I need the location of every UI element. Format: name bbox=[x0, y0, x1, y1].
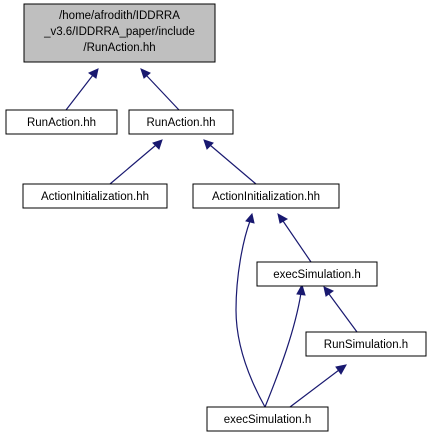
node-root-runaction-hh[interactable]: /home/afrodith/IDDRRA _v3.6/IDDRRA_paper… bbox=[23, 3, 216, 63]
node-actioninit-left[interactable]: ActionInitialization.hh bbox=[22, 183, 168, 209]
node-runaction-right[interactable]: RunAction.hh bbox=[128, 109, 234, 135]
node-actioninit-right[interactable]: ActionInitialization.hh bbox=[192, 183, 340, 209]
root-label-line-1: /home/afrodith/IDDRRA bbox=[59, 10, 180, 22]
runsim-label: RunSimulation.h bbox=[324, 339, 408, 351]
edge-execsim-bottom-to-runsim bbox=[289, 364, 347, 408]
edge-actioninit-left-to-runaction-right bbox=[109, 139, 163, 185]
edge-runsim-to-execsim-mid bbox=[323, 286, 358, 333]
edge-execsim-bottom-to-execsim-mid bbox=[264, 283, 306, 408]
runaction-left-label: RunAction.hh bbox=[27, 117, 96, 129]
edges bbox=[65, 68, 358, 408]
node-runaction-left[interactable]: RunAction.hh bbox=[5, 109, 118, 135]
runaction-right-label: RunAction.hh bbox=[146, 117, 215, 129]
execsim-mid-label: execSimulation.h bbox=[273, 269, 361, 281]
actioninit-right-label: ActionInitialization.hh bbox=[212, 191, 320, 203]
edge-actioninit-right-to-runaction-right bbox=[203, 139, 257, 185]
root-label-line-3: /RunAction.hh bbox=[83, 42, 155, 54]
execsim-bottom-label: execSimulation.h bbox=[224, 414, 312, 426]
edge-execsim-mid-to-actioninit-right bbox=[277, 213, 312, 263]
actioninit-left-label: ActionInitialization.hh bbox=[41, 191, 149, 203]
node-execsim-mid[interactable]: execSimulation.h bbox=[256, 261, 378, 287]
node-runsim[interactable]: RunSimulation.h bbox=[305, 331, 427, 357]
edge-execsim-bottom-to-actioninit-right bbox=[235, 212, 266, 408]
node-execsim-bottom[interactable]: execSimulation.h bbox=[206, 406, 329, 432]
edge-runaction-right-to-root bbox=[140, 68, 180, 111]
root-label-line-2: _v3.6/IDDRRA_paper/include bbox=[43, 26, 195, 38]
edge-runaction-left-to-root bbox=[65, 68, 99, 111]
